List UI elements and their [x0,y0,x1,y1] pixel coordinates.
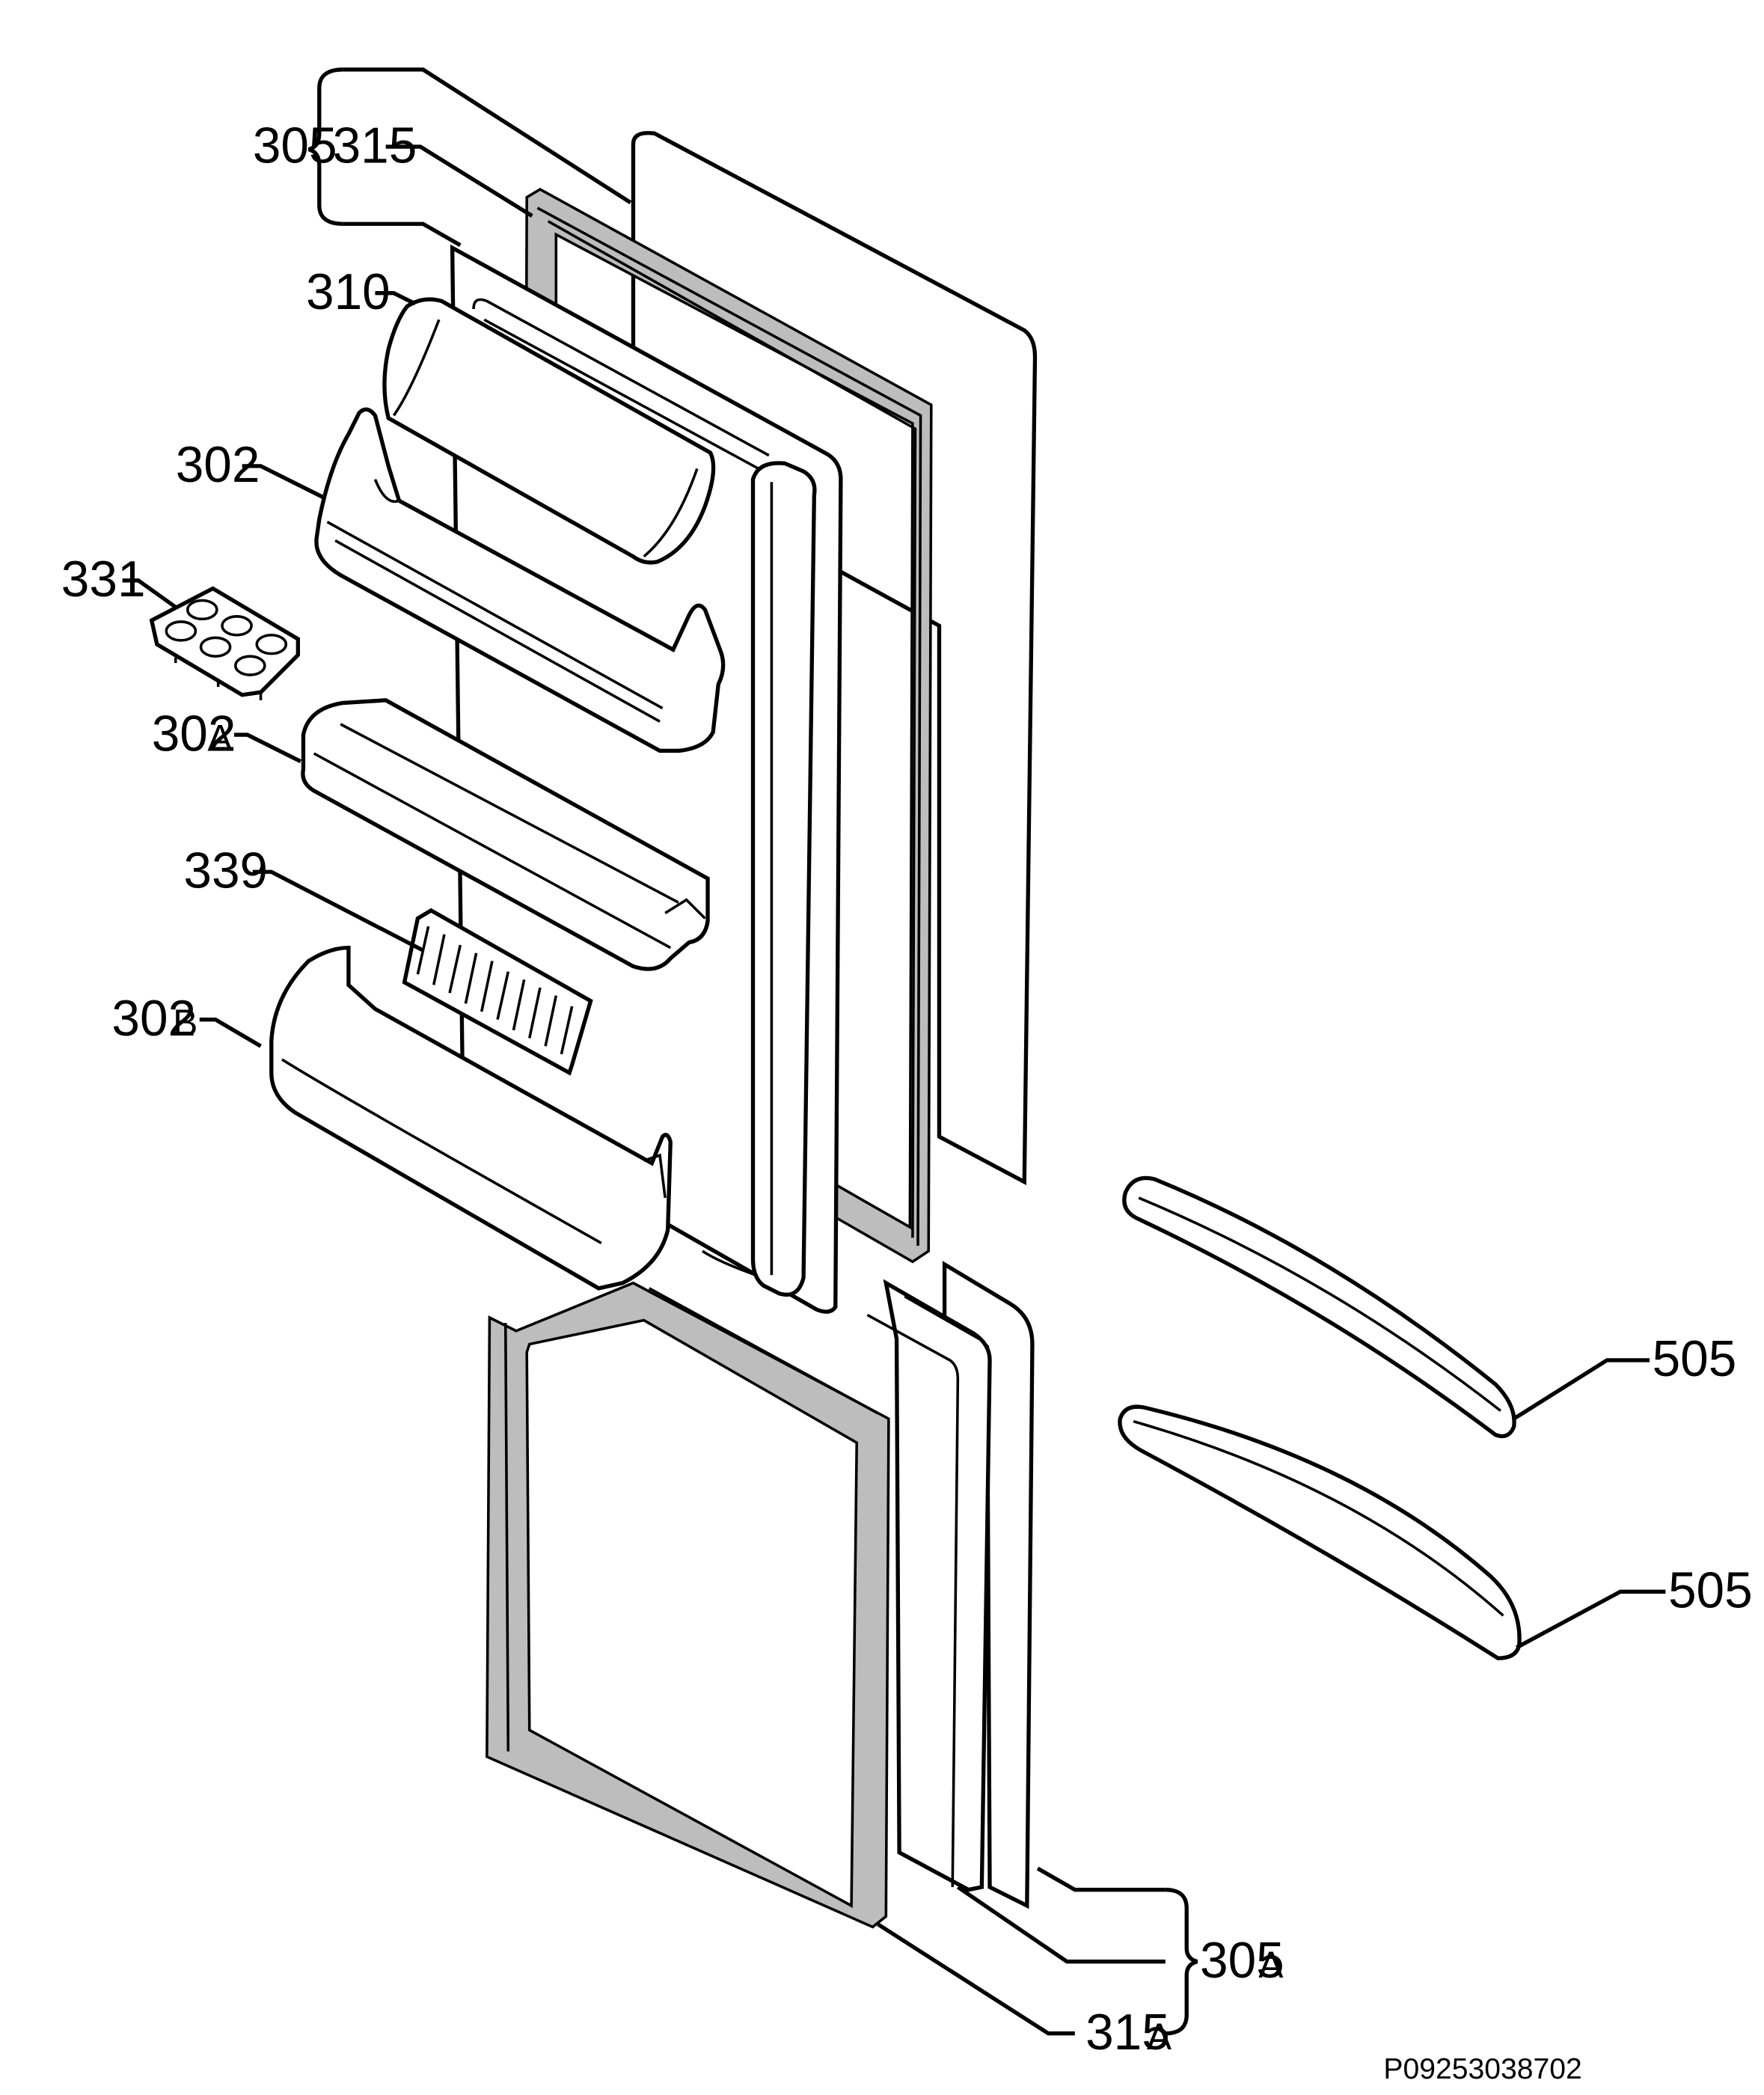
egg-tray-331 [149,586,301,700]
upper-door-panel [631,131,1038,1186]
bottle-rack-339 [402,908,593,1076]
door-shelf-302b [269,945,673,1291]
label-339: 339 [183,843,268,899]
upper-door-rail [750,461,817,1297]
label-305a-suffix: A [1258,1944,1284,1986]
label-305: 305 [253,117,337,174]
drawing-code: P09253038702 [1383,2053,1581,2085]
dairy-flap-310 [382,297,716,565]
label-310: 310 [306,264,391,320]
label-505-lower: 505 [1668,1563,1753,1619]
label-302b: 302 [111,991,196,1047]
label-505-upper: 505 [1653,1331,1737,1387]
label-302b-suffix: B [173,1002,197,1044]
door-shelf-302a [301,698,710,971]
label-302a: 302 [152,706,236,762]
lower-door-gasket [486,1281,890,1929]
door-handle-lower-505 [1118,1404,1522,1660]
lower-door-liner [866,1279,992,1892]
door-handle-upper-505 [1122,1175,1516,1439]
lower-door-panel [942,1261,1035,1909]
label-331: 331 [61,551,146,608]
label-315: 315 [333,117,417,174]
hinge-pipe [701,1250,756,1276]
brace-305 [307,67,343,226]
label-302: 302 [176,437,260,493]
label-315a: 315 [1085,2004,1170,2061]
door-shelf-302 [314,407,726,753]
label-315a-suffix: A [1147,2016,1172,2058]
label-302a-suffix: A [207,717,233,759]
label-305a: 305 [1200,1933,1284,1989]
brace-305a [1165,1887,1198,2036]
leader-lines [122,67,1666,2036]
